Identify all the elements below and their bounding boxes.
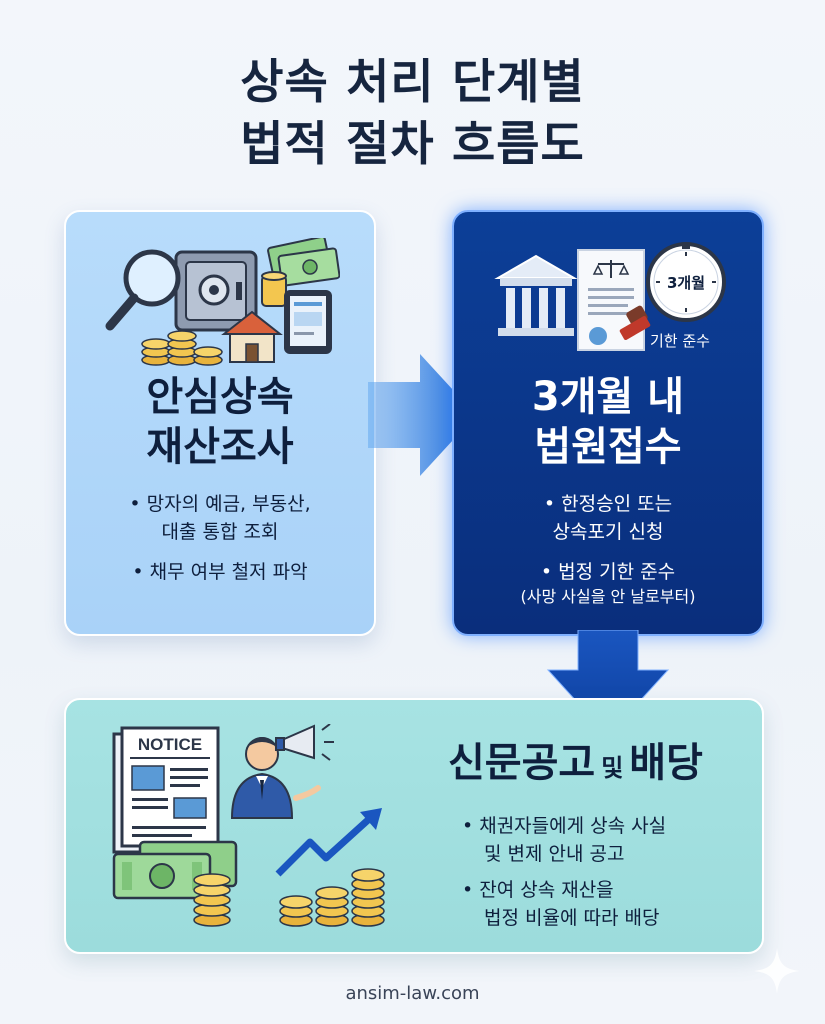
bullet-marker: • xyxy=(129,493,141,515)
bullet-text: 법정 기한 준수 xyxy=(558,561,676,583)
bullet-marker: • xyxy=(462,879,474,901)
court-filing-illustration: 3개월 xyxy=(494,242,726,351)
step-1-heading-line-2: 재산조사 xyxy=(146,424,294,470)
coin-stack-icon xyxy=(193,873,231,927)
list-item: •법정 기한 준수 (사망 사실을 안 날로부터) xyxy=(454,558,762,608)
newspaper-icon: NOTICE xyxy=(112,726,220,854)
step-card-court-filing: 3개월 기한 준수 3개월 내 법원접수 •한정승인 또는 상속포기 신청 •법… xyxy=(452,210,764,636)
step-3-bullets: •채권자들에게 상속 사실 및 변제 안내 공고 •잔여 상속 재산을 법정 비… xyxy=(462,812,666,940)
list-item: •채권자들에게 상속 사실 및 변제 안내 공고 xyxy=(462,812,666,868)
bullet-text: 잔여 상속 재산을 xyxy=(479,879,614,901)
step-2-heading: 3개월 내 법원접수 xyxy=(454,372,762,472)
list-item: •망자의 예금, 부동산, 대출 통합 조회 xyxy=(66,490,374,546)
growth-arrow-icon xyxy=(275,808,382,877)
title-line-2: 법적 절차 흐름도 xyxy=(240,117,585,172)
arrow-right-icon xyxy=(368,354,476,476)
sparkle-icon xyxy=(754,948,800,994)
legal-document-icon xyxy=(577,249,645,351)
list-item: •채무 여부 철저 파악 xyxy=(66,558,374,586)
deadline-label: 기한 준수 xyxy=(650,332,710,350)
bullet-marker: • xyxy=(132,561,144,583)
notice-label: NOTICE xyxy=(138,735,202,754)
magnifier-icon xyxy=(105,249,181,331)
asset-inquiry-illustration xyxy=(105,238,340,366)
bullet-text: 상속포기 신청 xyxy=(552,521,664,543)
title-line-1: 상속 처리 단계별 xyxy=(240,55,585,110)
megaphone-icon xyxy=(275,724,334,761)
bullet-note: (사망 사실을 안 날로부터) xyxy=(520,587,696,606)
step-2-bullets: •한정승인 또는 상속포기 신청 •법정 기한 준수 (사망 사실을 안 날로부… xyxy=(454,490,762,620)
step-3-heading-end: 배당 xyxy=(629,740,703,786)
step-2-heading-line-1: 3개월 내 xyxy=(531,374,685,420)
bullet-marker: • xyxy=(543,493,556,515)
bullet-text: 채무 여부 철저 파악 xyxy=(149,561,308,583)
bullet-marker: • xyxy=(462,815,474,837)
bullet-text: 한정승인 또는 xyxy=(561,493,673,515)
page-title: 상속 처리 단계별 법적 절차 흐름도 xyxy=(0,52,825,176)
step-1-heading: 안심상속 재산조사 xyxy=(66,372,374,472)
document-tablet-icon xyxy=(284,290,332,354)
courthouse-icon xyxy=(494,254,578,336)
step-card-asset-inquiry: 안심상속 재산조사 •망자의 예금, 부동산, 대출 통합 조회 •채무 여부 … xyxy=(64,210,376,636)
bullet-marker: • xyxy=(540,561,553,583)
step-3-heading-conjunction: 및 xyxy=(601,754,624,782)
cash-icon xyxy=(267,238,340,287)
bullet-text: 채권자들에게 상속 사실 xyxy=(479,815,667,837)
notice-distribution-illustration: NOTICE xyxy=(112,724,385,927)
list-item: •잔여 상속 재산을 법정 비율에 따라 배당 xyxy=(462,876,666,932)
safe-icon xyxy=(174,250,258,332)
list-item: •한정승인 또는 상속포기 신청 xyxy=(454,490,762,546)
bullet-text: 망자의 예금, 부동산, xyxy=(146,493,311,515)
step-2-heading-line-2: 법원접수 xyxy=(534,424,682,470)
footer-website: ansim-law.com xyxy=(345,983,480,1004)
step-1-bullets: •망자의 예금, 부동산, 대출 통합 조회 •채무 여부 철저 파악 xyxy=(66,490,374,598)
coin-stack-icon xyxy=(279,868,385,927)
house-icon xyxy=(221,310,283,363)
stamp-icon xyxy=(619,305,651,340)
bullet-text: 법정 비율에 따라 배당 xyxy=(484,907,660,929)
bullet-text: 및 변제 안내 공고 xyxy=(484,843,625,865)
coin-stack-icon xyxy=(141,330,223,366)
clock-icon: 3개월 xyxy=(646,242,726,322)
coin-jar-icon xyxy=(261,271,287,307)
step-3-heading-main: 신문공고 xyxy=(448,740,596,786)
step-1-heading-line-1: 안심상속 xyxy=(146,374,294,420)
announcer-icon xyxy=(230,724,334,819)
clock-label: 3개월 xyxy=(667,274,705,292)
bullet-text: 대출 통합 조회 xyxy=(161,521,279,543)
step-card-notice-distribution: NOTICE xyxy=(64,698,764,954)
